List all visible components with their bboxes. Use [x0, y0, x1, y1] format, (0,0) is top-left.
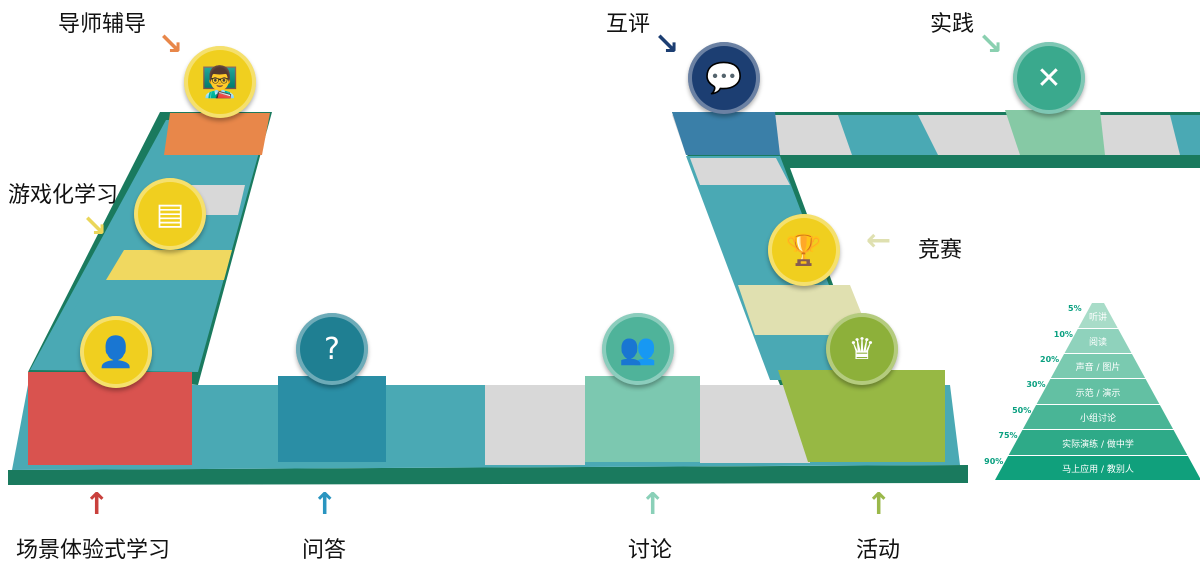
group-icon: 👥 [602, 313, 674, 385]
arrow-up-icon: ↑ [866, 487, 892, 522]
label-scenario: 场景体验式学习 [16, 538, 171, 563]
pyramid-tier [995, 456, 1200, 480]
person-computer-icon: 👤 [80, 316, 152, 388]
question-icon: ? [296, 313, 368, 385]
pyramid-tier [1008, 430, 1188, 455]
arrow-down-right-icon: ↘ [654, 27, 680, 62]
pyramid-tier [1022, 405, 1174, 429]
platform-qa [278, 376, 386, 462]
mentor-icon: 👨‍🏫 [184, 46, 256, 118]
label-practice: 实践 [930, 12, 975, 37]
arrow-down-right-icon: ↘ [978, 27, 1004, 62]
platform-activity [778, 370, 945, 462]
pyramid-tier-label: 阅读 [1088, 338, 1107, 348]
pyramid-tier-percent: 75% [998, 431, 1018, 440]
arrow-down-right-icon: ↘ [82, 209, 108, 244]
pyramid-tier [1050, 354, 1146, 378]
pyramid-tier-percent: 5% [1068, 304, 1082, 313]
tools-icon: ✕ [1013, 42, 1085, 114]
platform-peer-review [672, 112, 780, 155]
pyramid-tier-label: 听讲 [1088, 312, 1107, 323]
pyramid-tier-label: 实际演练 / 做中学 [1062, 439, 1134, 450]
pyramid-tier-label: 马上应用 / 教别人 [1062, 465, 1134, 475]
label-peer-review: 互评 [606, 12, 651, 37]
pyramid-tier [1064, 329, 1132, 353]
pyramid-tier-percent: 30% [1026, 380, 1046, 389]
label-competition: 竞赛 [918, 238, 963, 263]
pyramid-tier-percent: 10% [1053, 330, 1073, 339]
platform-scenario [28, 372, 192, 465]
arrow-up-icon: ↑ [312, 487, 338, 522]
label-activity: 活动 [856, 538, 901, 563]
treasure-chest-icon: ▤ [134, 178, 206, 250]
pyramid-tier-label: 示范 / 演示 [1075, 388, 1121, 399]
platform-mentoring [164, 113, 270, 155]
platform-discussion [585, 376, 700, 462]
label-mentoring: 导师辅导 [58, 12, 147, 37]
label-discussion: 讨论 [628, 538, 673, 563]
pyramid-tier-percent: 20% [1040, 355, 1060, 364]
platform-practice [1005, 110, 1105, 155]
crown-head-icon: ♛ [826, 313, 898, 385]
arrow-left-icon: ← [866, 223, 892, 258]
label-qa: 问答 [302, 538, 347, 563]
trophy-icon: 🏆 [768, 214, 840, 286]
pyramid-tier-label: 小组讨论 [1079, 414, 1116, 424]
chat-icon: 💬 [688, 42, 760, 114]
pyramid-tier-percent: 50% [1012, 406, 1032, 415]
pyramid-tier [1078, 303, 1118, 328]
arrow-down-right-icon: ↘ [158, 27, 184, 62]
pyramid-tier-label: 声音 / 图片 [1075, 363, 1121, 373]
learning-pyramid: 听讲 5% 阅读 10% 声音 / 图片 20% 示范 / 演示 30% 小组讨论 50% 实际演练… [960, 300, 1200, 485]
pyramid-tier [1036, 379, 1160, 404]
label-gamified: 游戏化学习 [8, 183, 119, 208]
arrow-up-icon: ↑ [84, 487, 110, 522]
arrow-up-icon: ↑ [640, 487, 666, 522]
pyramid-tier-percent: 90% [984, 457, 1004, 466]
